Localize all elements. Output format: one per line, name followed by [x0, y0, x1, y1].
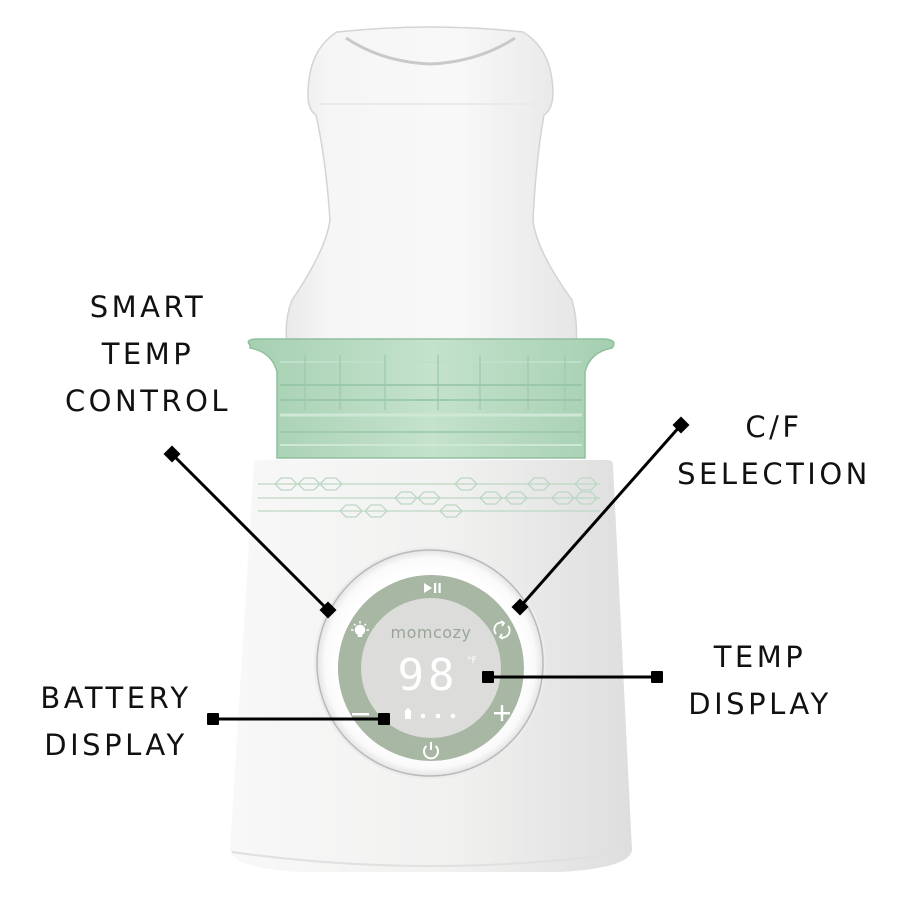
battery-icon: [405, 710, 411, 719]
bottle-silhouette: [285, 26, 578, 346]
c-f-toggle-button[interactable]: [493, 620, 511, 640]
battery-indicator: [405, 708, 456, 719]
bottle-top-rim: [345, 36, 516, 66]
hexagon-pattern-band: [258, 477, 600, 518]
smart-temp-control-label: SMART TEMP CONTROL: [50, 284, 246, 425]
brand-logo: momcozy: [391, 623, 472, 642]
smart-temp-control-leader: [163, 445, 337, 619]
label-line: TEMP: [101, 337, 195, 371]
label-line: DISPLAY: [688, 687, 832, 721]
control-panel: momcozy 98 °F: [314, 547, 546, 779]
baby-bottle: [285, 26, 578, 346]
battery-display-label: BATTERY DISPLAY: [28, 675, 204, 769]
battery-dot: [450, 713, 456, 719]
plus-button[interactable]: [494, 705, 510, 721]
callout-leaders: [163, 416, 690, 725]
label-line: DISPLAY: [44, 728, 188, 762]
temp-display-leader: [482, 671, 663, 683]
play-pause-button[interactable]: [424, 583, 441, 593]
power-button[interactable]: [423, 742, 439, 760]
light-button[interactable]: [351, 621, 369, 637]
refresh-cycle-icon: [493, 620, 511, 640]
battery-dot: [435, 713, 441, 719]
plus-icon: [494, 705, 510, 721]
label-line: SELECTION: [677, 457, 871, 491]
temp-display-label: TEMP DISPLAY: [675, 634, 845, 728]
temperature-unit: °F: [467, 656, 477, 666]
power-icon: [423, 742, 439, 760]
battery-dot: [420, 713, 426, 719]
play-pause-icon: [424, 583, 432, 593]
label-line: C/F: [745, 410, 803, 444]
c-f-selection-leader: [511, 416, 690, 616]
c-f-selection-label: C/F SELECTION: [666, 404, 882, 498]
green-collar: [247, 338, 615, 459]
temperature-value: 98: [398, 650, 459, 701]
minus-icon: [352, 713, 369, 716]
label-line: SMART: [89, 290, 207, 324]
label-line: BATTERY: [40, 681, 192, 715]
base-bottom-edge: [231, 851, 631, 867]
label-line: TEMP: [713, 640, 807, 674]
battery-display-leader: [207, 713, 390, 725]
minus-button[interactable]: [352, 713, 369, 716]
collar-rim: [247, 338, 615, 459]
collar-vertical-ribs: [304, 355, 566, 410]
light-bulb-icon: [351, 621, 369, 637]
temperature-readout: 98 °F: [398, 650, 477, 701]
display-screen: [361, 598, 501, 738]
label-line: CONTROL: [64, 384, 232, 418]
